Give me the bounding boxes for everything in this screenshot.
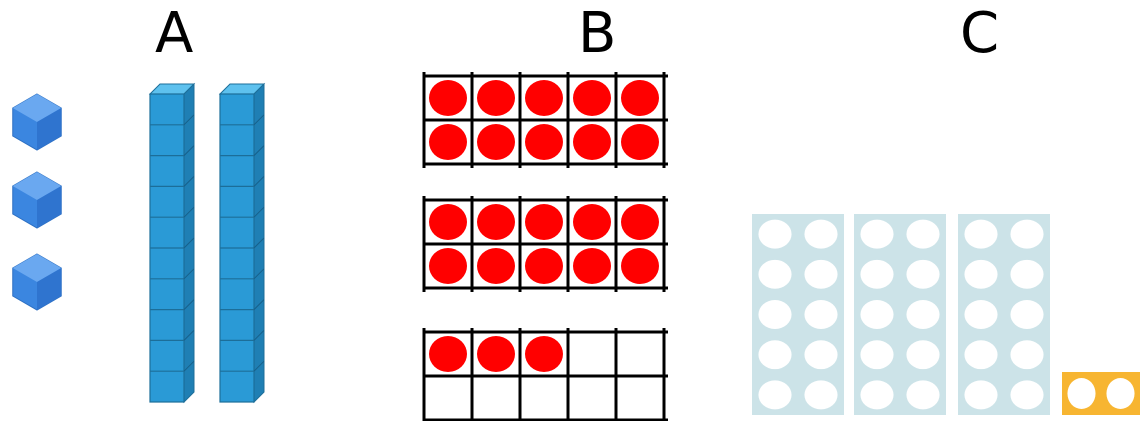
- ten-frame: [424, 196, 668, 292]
- ten-frame: [424, 328, 668, 421]
- group-b: [424, 72, 668, 421]
- counter: [621, 80, 659, 116]
- counter: [525, 248, 563, 284]
- tray-hole: [1010, 340, 1043, 369]
- tray-hole: [758, 340, 791, 369]
- unit-cube: [13, 94, 61, 150]
- tray-hole: [860, 260, 893, 289]
- counter: [621, 248, 659, 284]
- counter: [429, 124, 467, 160]
- tray-hole: [860, 340, 893, 369]
- counter: [525, 336, 563, 372]
- counter: [477, 124, 515, 160]
- tray-hole: [964, 340, 997, 369]
- counter: [573, 204, 611, 240]
- counter: [573, 80, 611, 116]
- tray-hole: [758, 260, 791, 289]
- tray-hole: [1010, 300, 1043, 329]
- tray-hole: [1010, 220, 1043, 249]
- tray-hole: [804, 260, 837, 289]
- group-c: [752, 214, 1140, 415]
- counter: [573, 248, 611, 284]
- counter: [525, 80, 563, 116]
- tray-hole: [758, 220, 791, 249]
- counter: [429, 80, 467, 116]
- ten-tray: [752, 214, 844, 415]
- unit-cube: [13, 254, 61, 310]
- ten-rod: [150, 84, 194, 402]
- tray-hole: [964, 260, 997, 289]
- tray-hole: [906, 260, 939, 289]
- ten-tray: [958, 214, 1050, 415]
- tray-hole: [758, 380, 791, 409]
- tray-hole: [804, 340, 837, 369]
- tray-hole: [860, 300, 893, 329]
- tray-hole: [860, 220, 893, 249]
- unit-cube: [13, 172, 61, 228]
- counter: [573, 124, 611, 160]
- tray-hole: [906, 300, 939, 329]
- tray-hole: [758, 300, 791, 329]
- counter: [477, 80, 515, 116]
- tray-hole: [906, 220, 939, 249]
- tray-hole: [804, 220, 837, 249]
- tray-hole: [964, 220, 997, 249]
- counter: [477, 336, 515, 372]
- counter: [477, 204, 515, 240]
- counter: [525, 204, 563, 240]
- tray-hole: [1010, 260, 1043, 289]
- tray-hole: [1010, 380, 1043, 409]
- counter: [621, 204, 659, 240]
- tray-hole: [1067, 378, 1095, 409]
- tray-hole: [964, 380, 997, 409]
- tray-hole: [906, 380, 939, 409]
- tray-hole: [804, 380, 837, 409]
- ten-rod: [220, 84, 264, 402]
- tray-hole: [964, 300, 997, 329]
- counter: [429, 204, 467, 240]
- counter: [429, 336, 467, 372]
- ten-tray: [854, 214, 946, 415]
- counter: [621, 124, 659, 160]
- tray-hole: [804, 300, 837, 329]
- tray-hole: [1106, 378, 1134, 409]
- partial-tray: [1062, 372, 1140, 415]
- counter: [525, 124, 563, 160]
- ten-frame: [424, 72, 668, 168]
- counter: [477, 248, 515, 284]
- group-a: [13, 84, 264, 402]
- tray-hole: [906, 340, 939, 369]
- tray-hole: [860, 380, 893, 409]
- counter: [429, 248, 467, 284]
